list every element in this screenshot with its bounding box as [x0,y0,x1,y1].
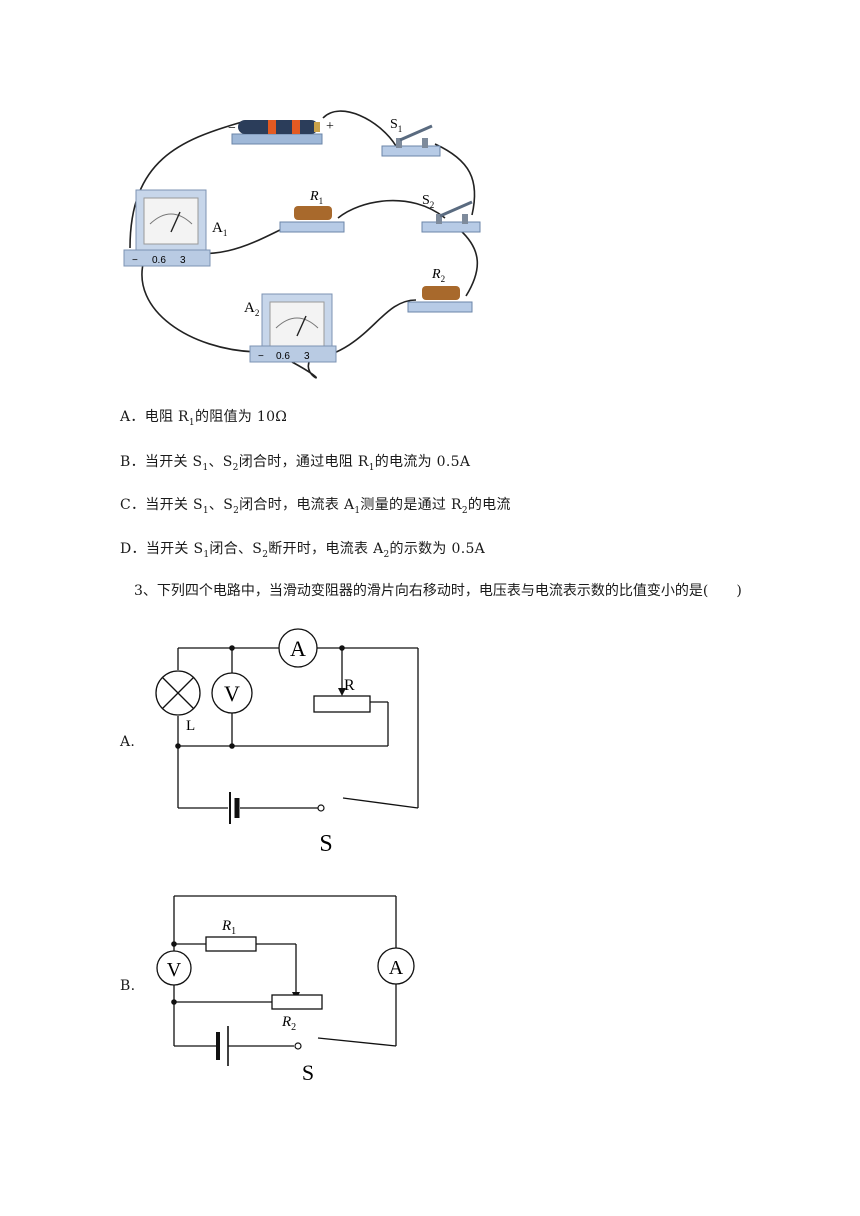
circuit-a-voltmeter [211,672,253,714]
option-c-part5: 的电流 [467,497,511,513]
circuit-a-rheostat-label: R [344,677,355,694]
r1-label: R [309,189,319,204]
option-c-sub1: 1 [202,505,209,516]
option-b-sub1: 1 [202,462,209,473]
circuit-b-r1-label: R [221,918,231,934]
circuit-b-switch-label: S [302,1060,314,1085]
circuit-b-voltmeter-label: V [167,959,182,981]
option-c-part3: 闭合时，电流表 A [239,497,355,513]
option-d-part2: 闭合、S [209,541,263,557]
switch-s2: S2 [421,193,481,233]
a1-3-terminal-label: 3 [180,255,186,266]
circuit-a-wires [177,647,419,809]
option-b-sub3: 1 [368,462,375,473]
physical-circuit-figure: − + S1 S2 R1 R2 − 0.6 3 A1 [123,110,481,379]
s2-label-sub: 2 [430,200,435,210]
a1-06-terminal-label: 0.6 [152,255,166,266]
circuit-a-lamp-label: L [186,718,195,734]
a1-minus-terminal-label: − [132,255,138,266]
circuit-b-switch-pivot [294,1042,302,1050]
option-b-part3: 闭合时，通过电阻 R [238,454,369,470]
circuit-b-r2-label: R [281,1014,291,1030]
svg-text:S1: S1 [390,117,402,134]
option-c-sub2: 2 [233,505,240,516]
circuit-a-ammeter [278,628,318,668]
circuit-b-diagram: R1 R2 V A S [156,895,415,1085]
option-c-sub3: 1 [354,505,361,516]
circuit-b-junctions [171,941,177,1005]
circuit-b-ammeter [377,947,415,985]
a1-label: A [212,220,223,236]
battery-plus-label: + [326,119,334,134]
circuit-b-resistor-r1 [205,936,257,952]
svg-text:S2: S2 [422,193,434,210]
circuit-b-wires [173,895,397,1047]
circuit-b-label: B. [120,978,136,994]
option-c-part2: 、S [208,497,234,513]
svg-text:R1: R1 [221,918,236,937]
a2-3-terminal-label: 3 [304,351,310,362]
option-b-sub2: 2 [232,462,239,473]
ammeter-a2: − 0.6 3 A2 [244,293,337,363]
a1-label-sub: 1 [223,228,228,238]
s1-label-sub: 1 [398,124,403,134]
option-d-part4: 的示数为 0.5A [389,541,486,557]
svg-text:A1: A1 [212,220,227,238]
option-c: C．当开关 S1、S2闭合时，电流表 A1测量的是通过 R2的电流 [120,494,511,516]
circuit-a-diagram: R A V L S [155,628,419,857]
option-a-part2: 的阻值为 10Ω [194,409,288,425]
circuit-a-junctions [175,645,345,749]
resistor-r1: R1 [279,189,345,233]
circuit-a-switch-pivot [317,804,325,812]
circuit-a-voltmeter-label: V [224,681,240,706]
svg-text:R2: R2 [431,267,445,284]
svg-text:A2: A2 [244,300,259,318]
r2-label-sub: 2 [441,274,446,284]
option-b: B．当开关 S1、S2闭合时，通过电阻 R1的电流为 0.5A [120,451,470,473]
s1-label: S [390,117,398,132]
option-d-sub2: 2 [262,549,269,560]
circuit-a-label: A. [120,734,136,750]
circuit-a-lamp-icon [155,670,201,716]
option-b-part4: 的电流为 0.5A [374,454,471,470]
circuit-a-ammeter-label: A [290,636,306,661]
svg-text:R1: R1 [309,189,323,206]
battery-minus-label: − [228,121,236,136]
battery: − + [228,119,334,145]
option-a: A．电阻 R1的阻值为 10Ω [120,406,287,428]
option-b-part1: B．当开关 S [120,454,203,470]
switch-s1: S1 [381,117,441,157]
option-a-sub1: 1 [188,417,195,428]
resistor-r2: R2 [407,267,473,313]
wires [129,110,479,379]
option-a-part1: A．电阻 R [120,409,189,425]
svg-text:R2: R2 [281,1014,296,1033]
a2-06-terminal-label: 0.6 [276,351,290,362]
a2-label: A [244,300,255,316]
circuit-b-ammeter-label: A [389,957,404,979]
option-d: D．当开关 S1闭合、S2断开时，电流表 A2的示数为 0.5A [120,538,485,560]
option-d-sub1: 1 [203,549,210,560]
option-c-part4: 测量的是通过 R [360,497,462,513]
circuit-a-switch-label: S [319,831,332,857]
option-c-sub4: 2 [461,505,468,516]
circuit-b-voltmeter [156,950,192,986]
circuit-b-rheostat-r2 [271,994,323,1010]
a2-minus-terminal-label: − [258,351,264,362]
option-b-part2: 、S [208,454,233,470]
option-d-sub3: 2 [383,549,390,560]
circuit-b-r2-label-sub: 2 [291,1022,296,1033]
circuit-b-r1-label-sub: 1 [231,926,236,937]
r1-label-sub: 1 [319,196,324,206]
question-3-text: 3、下列四个电路中，当滑动变阻器的滑片向右移动时，电压表与电流表示数的比值变小的… [134,583,742,599]
option-c-part1: C．当开关 S [120,497,203,513]
ammeter-a1: − 0.6 3 A1 [123,189,227,267]
circuit-a-rheostat [313,695,371,713]
a2-label-sub: 2 [255,308,260,318]
option-d-part1: D．当开关 S [120,541,204,557]
circuit-a-slider-arrow-icon [338,688,346,696]
s2-label: S [422,193,430,208]
option-d-part3: 断开时，电流表 A [268,541,384,557]
r2-label: R [431,267,441,282]
